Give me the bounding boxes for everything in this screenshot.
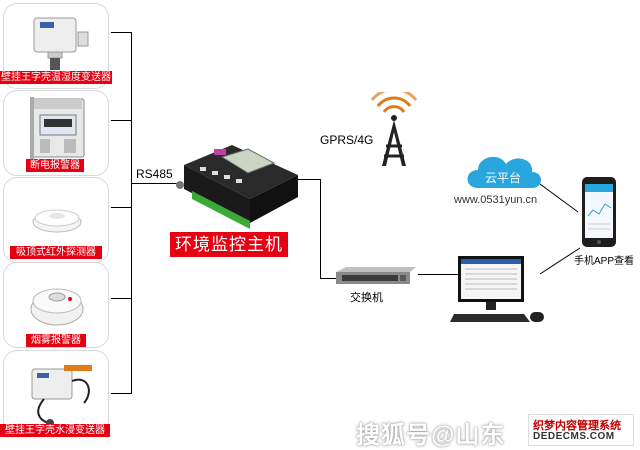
controller-device-icon xyxy=(176,145,298,229)
temp-humidity-sensor-icon xyxy=(33,17,89,70)
switch-to-pc-line xyxy=(418,274,458,275)
cloud-logo-text: 云平台 xyxy=(485,170,521,185)
connector-line xyxy=(111,393,132,394)
connector-line xyxy=(111,298,132,299)
watermark-badge-en: DEDECMS.COM xyxy=(533,431,615,442)
network-switch-icon xyxy=(336,267,416,284)
connector-line xyxy=(111,32,132,33)
cloud-icon: 云平台 xyxy=(467,156,541,188)
phone-label: 手机APP查看 xyxy=(574,256,635,267)
power-alarm-icon xyxy=(30,97,85,159)
network-links xyxy=(539,183,581,275)
gprs-label: GPRS/4G xyxy=(320,133,374,147)
host-to-switch-line xyxy=(296,179,320,180)
connector-line xyxy=(111,120,132,121)
host-to-switch-line xyxy=(320,179,321,278)
watermark-badge-cn: 织梦内容管理系统 xyxy=(533,420,621,432)
infrared-detector-icon xyxy=(32,209,82,233)
smartphone-icon xyxy=(582,177,616,247)
connector-line xyxy=(111,207,132,208)
watermark-text: 搜狐号@山东 xyxy=(356,422,506,449)
sensor-card-smoke xyxy=(3,262,109,348)
smoke-detector-icon xyxy=(30,288,84,326)
sensor-label-water-leak: 壁挂王字壳水浸变送器 xyxy=(0,424,110,437)
sensor-card-water-leak xyxy=(3,350,109,436)
bus-to-host-line xyxy=(131,183,177,184)
water-leak-sensor-icon xyxy=(31,365,92,427)
host-to-switch-line xyxy=(320,278,336,279)
bus-line xyxy=(131,32,132,393)
switch-label: 交换机 xyxy=(350,292,383,304)
sensor-label-smoke: 烟雾报警器 xyxy=(26,334,86,347)
rs485-label: RS485 xyxy=(136,167,173,181)
sensor-label-power-alarm: 断电报警器 xyxy=(26,159,84,172)
cell-tower-icon xyxy=(370,92,418,166)
desktop-computer-icon xyxy=(450,256,544,322)
cloud-url: www.0531yun.cn xyxy=(454,194,538,206)
sensor-label-infrared: 吸顶式红外探测器 xyxy=(10,246,102,259)
host-label: 环境监控主机 xyxy=(170,232,288,257)
sensor-label-temp-humidity: 壁挂王字壳温湿度变送器 xyxy=(0,71,112,84)
watermark-badge: 织梦内容管理系统 DEDECMS.COM xyxy=(528,414,634,446)
